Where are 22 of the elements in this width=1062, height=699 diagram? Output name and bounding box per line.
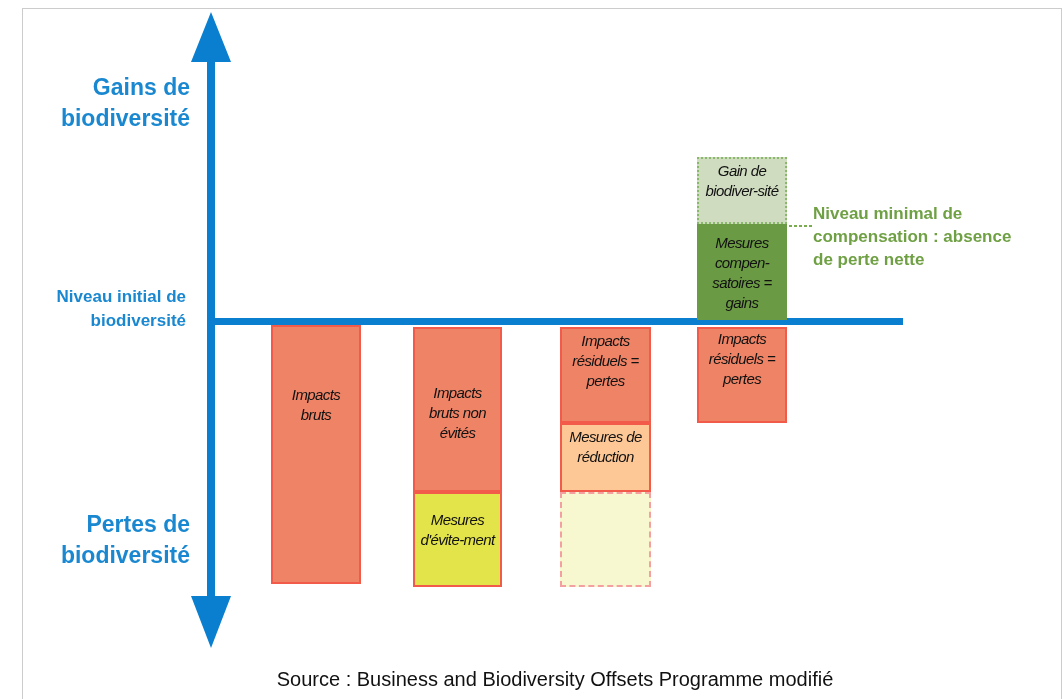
bar-label: Mesures de réduction: [568, 427, 643, 467]
avoidance-bar: [413, 492, 502, 587]
axis-label: Gains de biodiversité: [59, 73, 190, 133]
bar-label: Impacts bruts non évités: [427, 383, 488, 443]
gain-bar: [697, 157, 787, 224]
leader-line: [786, 225, 813, 227]
note-text: Niveau minimal de compensation : absence de perte nette: [813, 203, 1013, 271]
reduction-bar: [560, 423, 651, 492]
bar-label: Mesures d'évite-ment: [419, 510, 497, 550]
impact-bar: [271, 325, 361, 584]
bar-label: Impacts bruts: [290, 385, 342, 425]
compensation-bar: [697, 224, 787, 320]
bar-label: Mesures compen-satoires = gains: [711, 233, 773, 313]
residual-impact-bar: [560, 327, 651, 423]
residual-impact-bar: [697, 327, 787, 423]
axis-label: Pertes de biodiversité: [59, 510, 190, 570]
caption: Source : Business and Biodiversity Offsets Programme modifié: [275, 667, 835, 692]
bar-label: Impacts résiduels = pertes: [707, 329, 777, 389]
bar-label: Gain de biodiver-sité: [704, 161, 780, 201]
bar-label: Impacts résiduels = pertes: [571, 331, 640, 391]
axis-label: Niveau initial de biodiversité: [55, 286, 186, 332]
impact-bar: [413, 327, 502, 492]
